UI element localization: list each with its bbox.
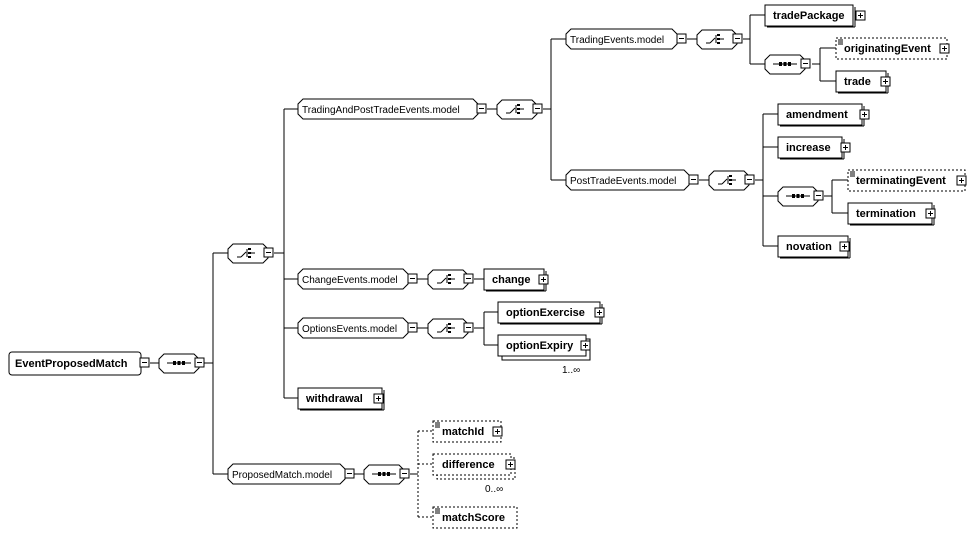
collapse-minus-icon[interactable]: [532, 103, 543, 114]
element-label: terminatingEvent: [856, 175, 946, 187]
choice-compositor[interactable]: [496, 99, 543, 120]
root-element-eventproposedmatch[interactable]: EventProposedMatch: [8, 351, 150, 376]
occurrence-label: 0..∞: [485, 484, 503, 495]
element-optionexpiry[interactable]: optionExpiry 1..∞: [497, 334, 591, 376]
collapse-minus-icon[interactable]: [800, 58, 811, 69]
element-label: increase: [786, 142, 831, 154]
element-label: matchId: [442, 426, 484, 438]
collapse-minus-icon[interactable]: [194, 357, 205, 368]
root-element-label: EventProposedMatch: [15, 358, 128, 370]
collapse-minus-icon[interactable]: [263, 247, 274, 258]
expand-plus-icon[interactable]: [492, 426, 503, 437]
element-withdrawal[interactable]: withdrawal: [297, 387, 385, 411]
occurrence-label: 1..∞: [562, 365, 580, 376]
connector-lines-dashed: [417, 430, 433, 518]
collapse-minus-icon[interactable]: [732, 33, 743, 44]
element-increase[interactable]: increase: [777, 136, 851, 160]
collapse-minus-icon[interactable]: [139, 357, 150, 368]
expand-plus-icon[interactable]: [373, 393, 384, 404]
collapse-minus-icon[interactable]: [744, 174, 755, 185]
element-label: amendment: [786, 109, 848, 121]
collapse-minus-icon[interactable]: [399, 468, 410, 479]
group-options-events[interactable]: OptionsEvents.model: [297, 317, 418, 339]
choice-compositor[interactable]: [708, 170, 755, 191]
expand-plus-icon[interactable]: [505, 459, 516, 470]
element-originatingevent[interactable]: originatingEvent: [835, 37, 950, 60]
expand-plus-icon[interactable]: [580, 340, 591, 351]
expand-plus-icon[interactable]: [840, 142, 851, 153]
expand-plus-icon[interactable]: [925, 208, 936, 219]
sequence-compositor[interactable]: [363, 464, 410, 485]
connector-lines: [150, 14, 848, 475]
element-label: tradePackage: [773, 10, 845, 22]
expand-plus-icon[interactable]: [939, 43, 950, 54]
element-label: withdrawal: [305, 393, 363, 405]
collapse-minus-icon[interactable]: [463, 273, 474, 284]
collapse-minus-icon[interactable]: [676, 33, 687, 44]
element-label: optionExercise: [506, 307, 585, 319]
expand-plus-icon[interactable]: [855, 10, 866, 21]
group-proposed-match[interactable]: ProposedMatch.model: [227, 463, 355, 485]
sequence-compositor[interactable]: [158, 353, 205, 374]
element-termination[interactable]: termination: [847, 202, 936, 226]
element-matchid[interactable]: matchId: [432, 420, 503, 443]
element-label: change: [492, 274, 531, 286]
group-label: TradingEvents.model: [570, 35, 664, 46]
element-difference[interactable]: difference 0..∞: [432, 453, 516, 495]
group-label: PostTradeEvents.model: [570, 176, 676, 187]
expand-plus-icon[interactable]: [956, 175, 967, 186]
collapse-minus-icon[interactable]: [476, 103, 487, 114]
group-label: TradingAndPostTradeEvents.model: [302, 105, 460, 116]
element-novation[interactable]: novation: [777, 235, 851, 259]
element-optionexercise[interactable]: optionExercise: [497, 301, 605, 325]
group-trading-and-post-trade-events[interactable]: TradingAndPostTradeEvents.model: [297, 98, 487, 120]
element-label: matchScore: [442, 512, 505, 524]
element-label: trade: [844, 76, 871, 88]
expand-plus-icon[interactable]: [839, 241, 850, 252]
collapse-minus-icon[interactable]: [407, 273, 418, 284]
choice-compositor[interactable]: [227, 243, 274, 264]
collapse-minus-icon[interactable]: [813, 190, 824, 201]
collapse-minus-icon[interactable]: [407, 322, 418, 333]
group-post-trade-events[interactable]: PostTradeEvents.model: [565, 169, 699, 191]
collapse-minus-icon[interactable]: [463, 322, 474, 333]
collapse-minus-icon[interactable]: [688, 174, 699, 185]
element-label: novation: [786, 241, 832, 253]
choice-compositor[interactable]: [427, 318, 474, 339]
element-matchscore[interactable]: matchScore: [432, 506, 518, 529]
expand-plus-icon[interactable]: [880, 76, 891, 87]
element-trade[interactable]: trade: [835, 70, 891, 94]
element-label: optionExpiry: [506, 340, 574, 352]
choice-compositor[interactable]: [696, 29, 743, 50]
group-change-events[interactable]: ChangeEvents.model: [297, 268, 418, 290]
expand-plus-icon[interactable]: [538, 274, 549, 285]
group-label: ChangeEvents.model: [302, 275, 398, 286]
element-label: termination: [856, 208, 916, 220]
collapse-minus-icon[interactable]: [344, 468, 355, 479]
element-change[interactable]: change: [483, 268, 549, 292]
sequence-compositor[interactable]: [777, 186, 824, 207]
expand-plus-icon[interactable]: [859, 109, 870, 120]
group-label: OptionsEvents.model: [302, 324, 397, 335]
element-label: originatingEvent: [844, 43, 931, 55]
sequence-compositor[interactable]: [764, 54, 811, 75]
expand-plus-icon[interactable]: [594, 307, 605, 318]
element-terminatingevent[interactable]: terminatingEvent: [847, 169, 967, 192]
element-label: difference: [442, 459, 495, 471]
group-label: ProposedMatch.model: [232, 470, 332, 481]
element-tradepackage[interactable]: tradePackage: [764, 4, 866, 28]
group-trading-events[interactable]: TradingEvents.model: [565, 28, 687, 50]
choice-compositor[interactable]: [427, 269, 474, 290]
element-amendment[interactable]: amendment: [777, 103, 870, 127]
